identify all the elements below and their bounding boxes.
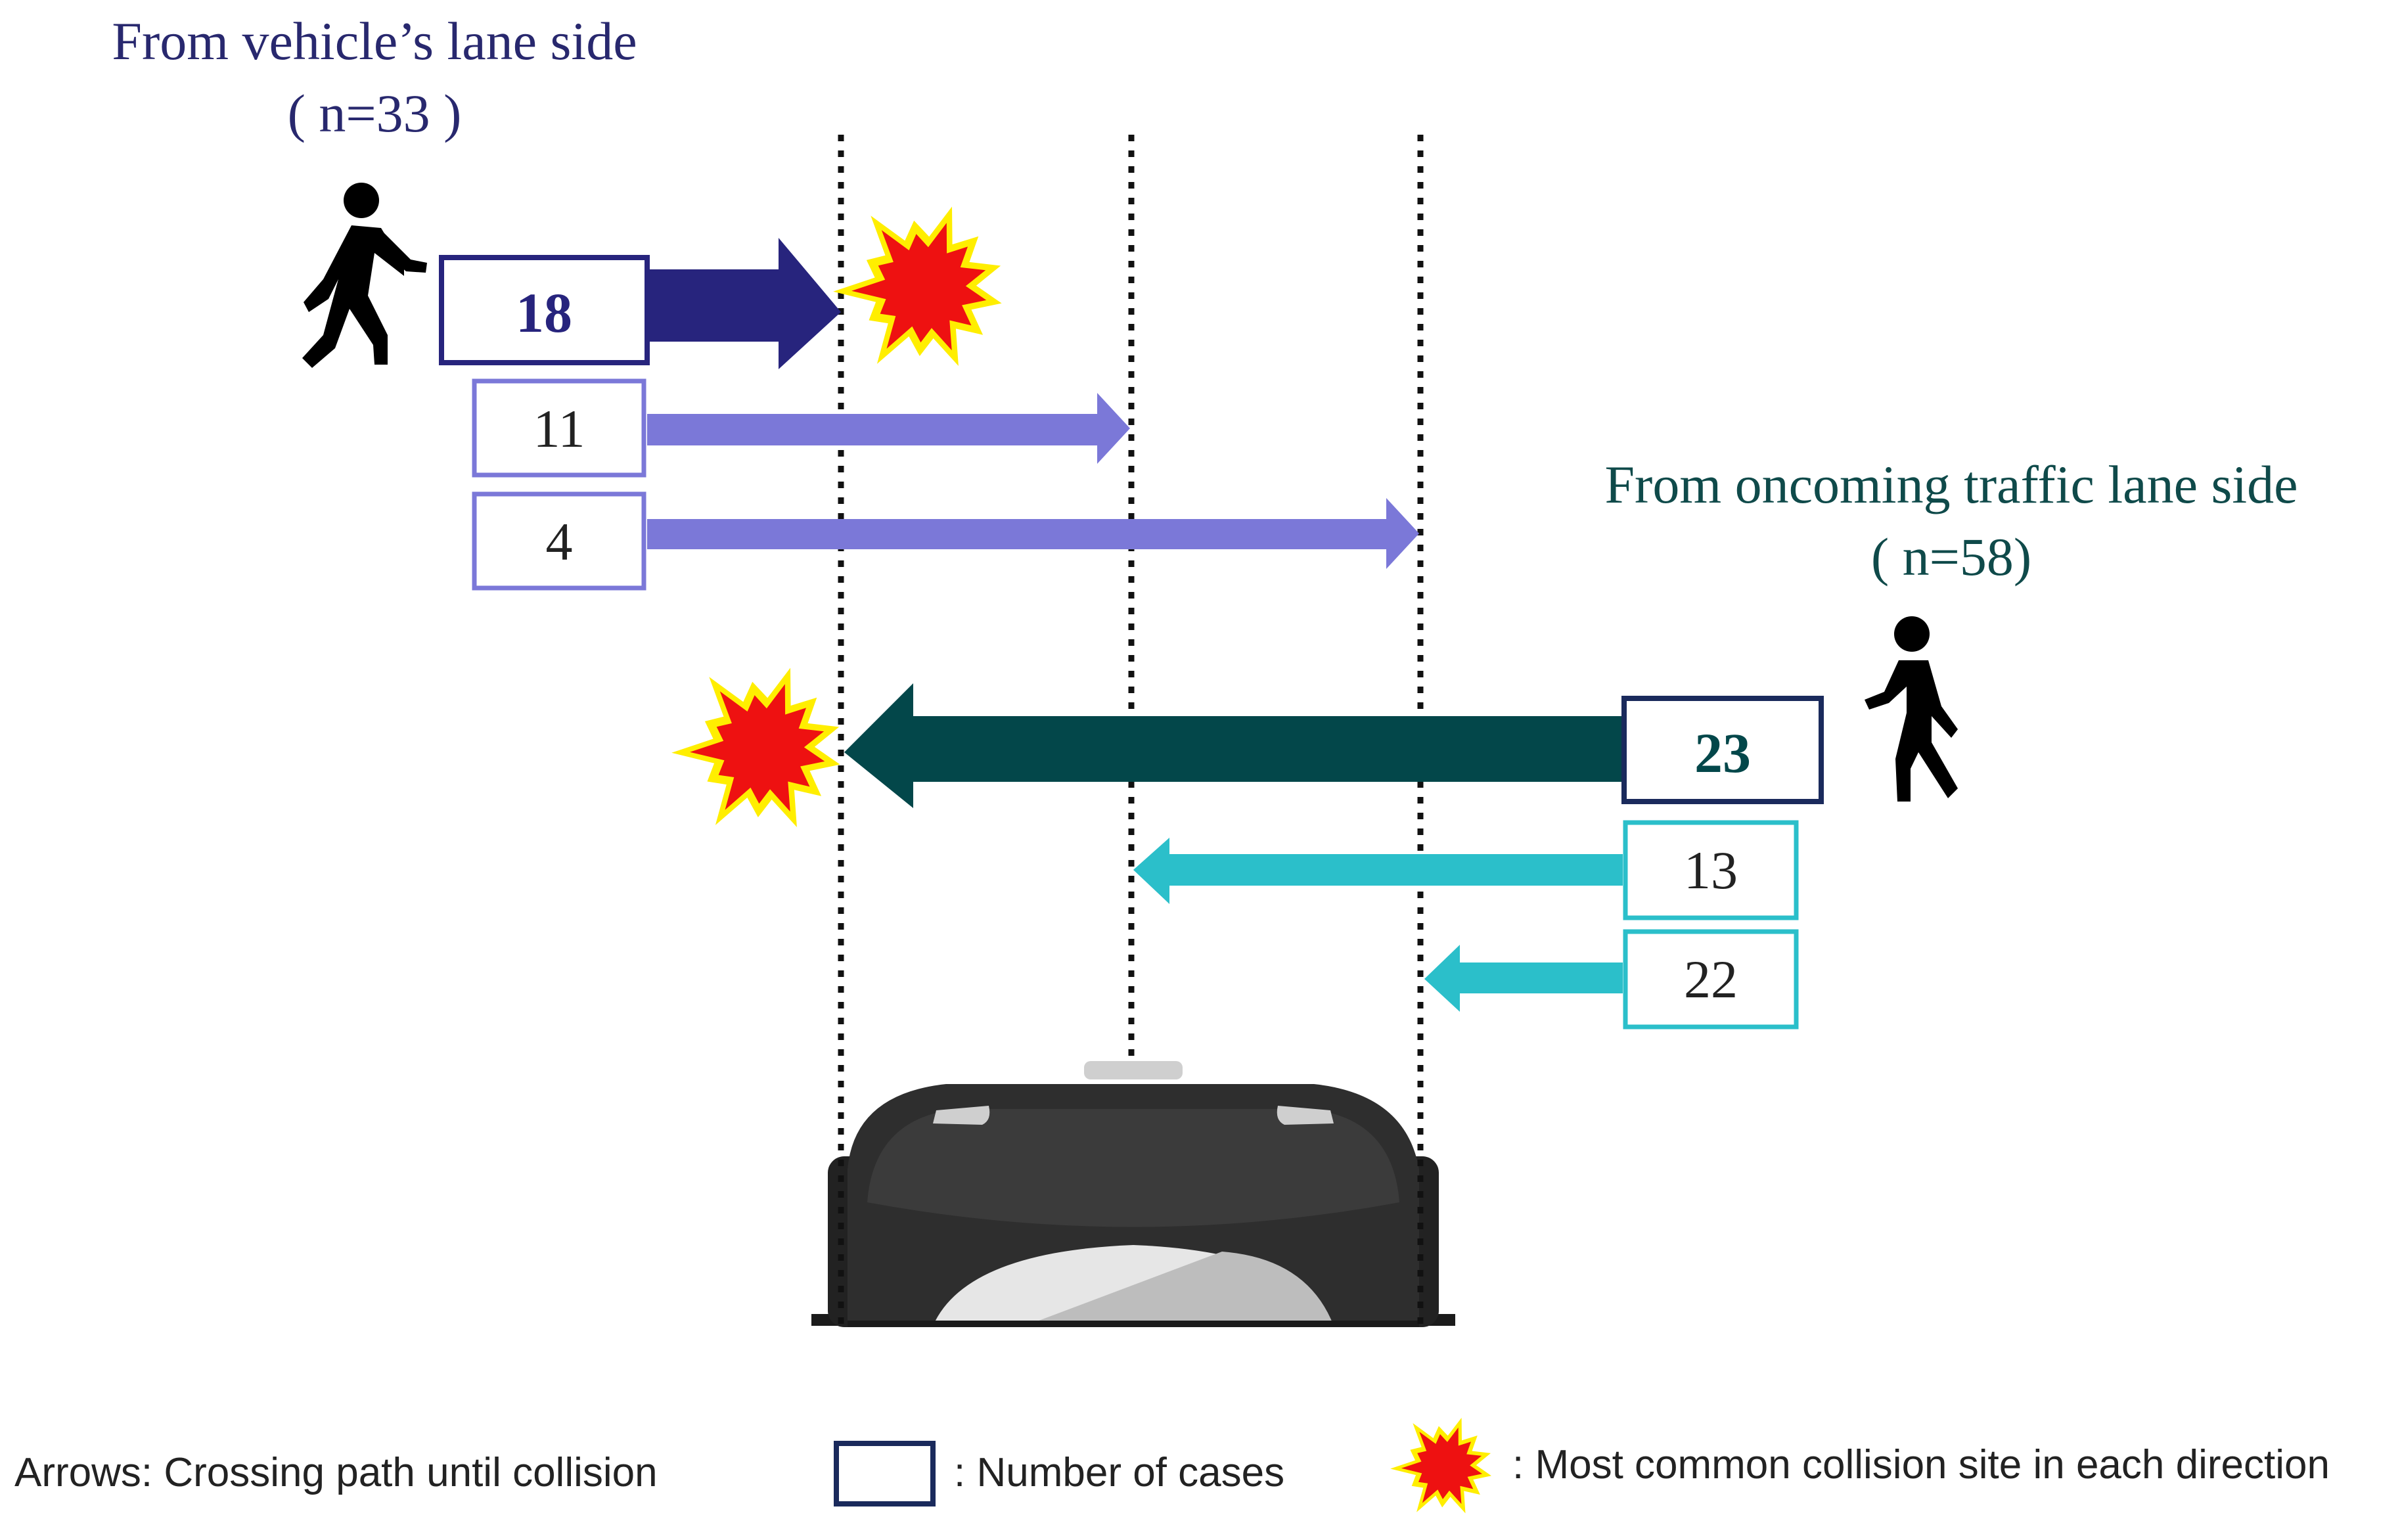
number-box xyxy=(439,255,650,365)
legend-box-icon xyxy=(834,1441,936,1506)
right-boxes: 23 13 22 xyxy=(1621,696,1824,1030)
right-group-count: ( n=58) xyxy=(1871,527,2031,587)
case-count-4: 4 xyxy=(546,512,573,572)
number-box xyxy=(1623,820,1799,920)
right-group-title: From oncoming traffic lane side xyxy=(1604,455,2298,514)
left-group-title: From vehicle’s lane side xyxy=(112,11,637,71)
right-arrow-1 xyxy=(844,683,1623,808)
car-image xyxy=(811,1061,1455,1327)
number-box xyxy=(1621,696,1824,804)
left-arrow-1 xyxy=(649,238,841,369)
collision-star-icon xyxy=(671,668,840,827)
left-group-count: ( n=33 ) xyxy=(288,83,462,143)
left-arrow-2 xyxy=(647,393,1130,464)
number-box xyxy=(472,378,646,478)
legend-star-text: : Most common collision site in each dir… xyxy=(1512,1442,2330,1487)
collision-star-icon xyxy=(1390,1417,1491,1514)
case-count-23: 23 xyxy=(1694,721,1751,784)
legend: Arrows: Crossing path until collision : … xyxy=(14,1441,2330,1506)
lane-lines xyxy=(838,135,1424,1326)
pedestrian-icon xyxy=(1865,616,1958,802)
case-count-11: 11 xyxy=(533,399,585,459)
case-count-18: 18 xyxy=(516,281,572,344)
number-box xyxy=(1623,929,1799,1030)
right-arrows xyxy=(844,683,1623,1012)
case-count-22: 22 xyxy=(1684,949,1738,1009)
pedestrian-icon xyxy=(302,183,427,368)
collision-star-icon xyxy=(833,206,1002,366)
case-count-13: 13 xyxy=(1684,840,1738,900)
left-arrows xyxy=(647,238,1419,569)
legend-box-text: : Number of cases xyxy=(954,1450,1284,1495)
left-boxes: 18 11 4 xyxy=(439,255,650,591)
right-arrow-3 xyxy=(1424,945,1623,1012)
legend-arrows-text: Arrows: Crossing path until collision xyxy=(14,1450,658,1495)
right-arrow-2 xyxy=(1133,838,1623,904)
number-box xyxy=(472,491,646,591)
left-arrow-3 xyxy=(647,498,1419,569)
